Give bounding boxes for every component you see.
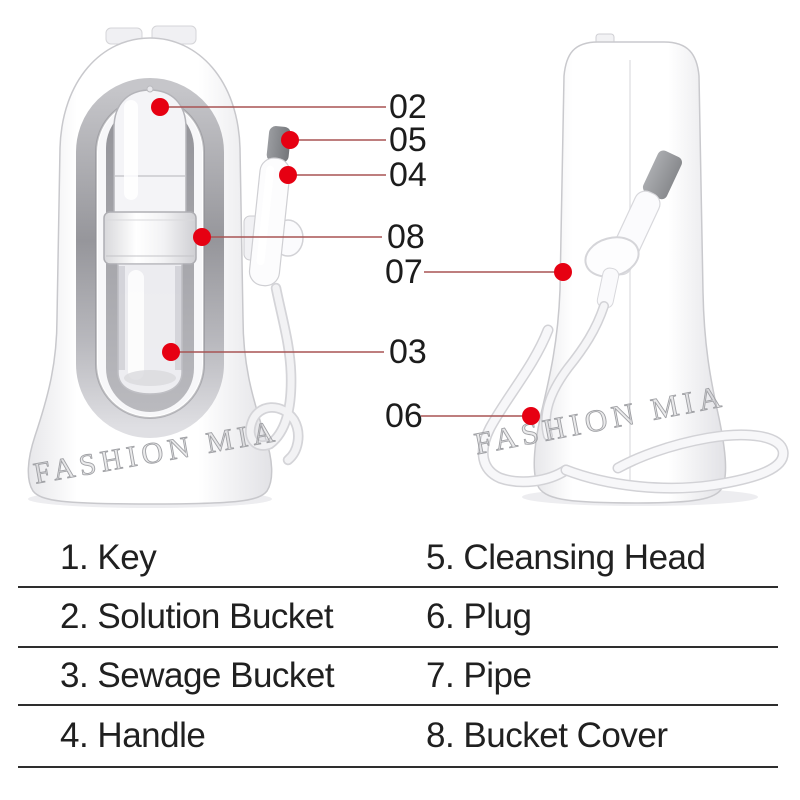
callout-label-03: 03 [389, 333, 427, 371]
callout-dot-03 [162, 343, 180, 361]
sewage-bucket [117, 263, 183, 395]
callout-dot-07 [554, 263, 572, 281]
callout-dot-04 [279, 166, 297, 184]
callout-dot-06 [522, 407, 540, 425]
handle-cord [245, 282, 304, 466]
callout-label-07: 07 [385, 253, 423, 291]
legend-row-2: 2. Solution Bucket 6. Plug [18, 588, 778, 648]
callout-label-08: 08 [387, 218, 425, 256]
product-illustration: FASHION MIA FASHION MIA [27, 25, 789, 508]
legend-item-handle: 4. Handle [60, 716, 206, 755]
callout-label-04: 04 [389, 156, 427, 194]
bucket-cover [103, 211, 197, 265]
legend-item-solution-bucket: 2. Solution Bucket [60, 597, 334, 636]
legend-item-bucket-cover: 8. Bucket Cover [426, 716, 668, 755]
callout-dot-02 [151, 98, 169, 116]
legend-item-plug: 6. Plug [426, 597, 532, 636]
legend-item-pipe: 7. Pipe [426, 656, 532, 695]
callout-label-05: 05 [389, 121, 427, 159]
parts-legend: 1. Key 5. Cleansing Head 2. Solution Buc… [18, 530, 778, 768]
handle-side [584, 150, 682, 309]
pipe-tube [541, 301, 609, 441]
legend-item-cleansing-head: 5. Cleansing Head [426, 538, 706, 577]
callout-dot-08 [193, 228, 211, 246]
legend-row-4: 4. Handle 8. Bucket Cover [18, 706, 778, 768]
handle-front [248, 126, 291, 287]
cleansing-head-side [642, 150, 682, 200]
legend-row-3: 3. Sewage Bucket 7. Pipe [18, 648, 778, 706]
legend-item-key: 1. Key [60, 538, 157, 577]
solution-bucket [113, 85, 187, 215]
legend-row-1: 1. Key 5. Cleansing Head [18, 530, 778, 588]
legend-item-sewage-bucket: 3. Sewage Bucket [60, 656, 335, 695]
callout-dot-05 [281, 131, 299, 149]
callout-label-02: 02 [389, 88, 427, 126]
plug-cable [477, 324, 789, 494]
callout-dots [151, 98, 572, 425]
callout-label-06: 06 [385, 397, 423, 435]
side-view [477, 33, 789, 506]
callout-annotations [168, 106, 563, 417]
front-view [27, 25, 304, 508]
